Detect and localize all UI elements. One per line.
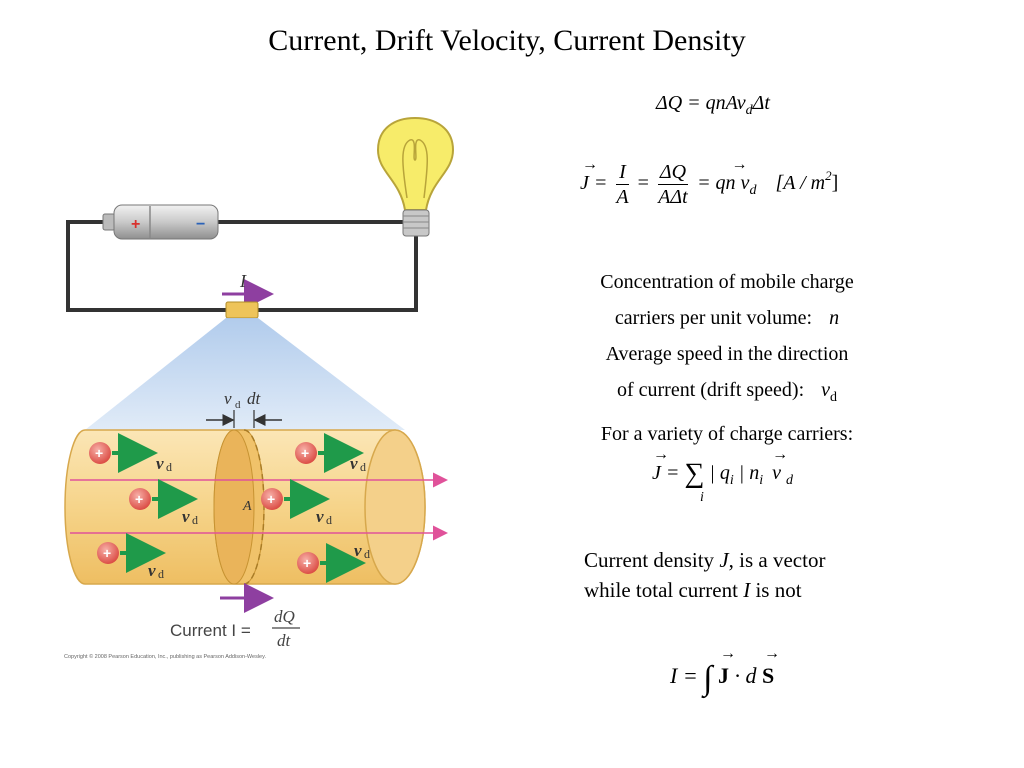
svg-text:+: + [301,445,309,461]
svg-text:+: + [131,216,140,233]
svg-text:v: v [350,454,358,473]
definition-line-3: Average speed in the direction [605,343,849,365]
svg-text:v: v [224,389,232,408]
svg-text:+: + [95,445,103,461]
wire-current-label: I [239,271,247,291]
magnification-beam [85,318,405,430]
wire-segment [225,301,259,319]
svg-text:d: d [364,547,370,561]
integral-equation: I = ∫ → J · d → S [670,645,780,697]
svg-text:v: v [148,561,156,580]
definition-line-1: Concentration of mobile charge [600,271,854,293]
svg-text:+: + [103,545,111,561]
copyright-note: Copyright © 2008 Pearson Education, Inc.… [64,653,266,660]
battery-icon: + − [102,204,219,240]
svg-text:v: v [182,507,190,526]
svg-text:d: d [326,513,332,527]
definition-text: Concentration of mobile charge carriers … [560,264,894,452]
circuit-wire [66,220,418,312]
area-label: A [242,499,252,514]
svg-text:d: d [192,513,198,527]
drift-distance-marker: v d dt [206,389,282,428]
svg-text:d: d [166,460,172,474]
svg-text:v: v [156,454,164,473]
svg-text:v: v [316,507,324,526]
svg-text:dt: dt [247,389,262,408]
definition-line-4: of current (drift speed): vd [616,379,838,405]
svg-text:d: d [158,567,164,581]
drift-velocity-figure: + − I v d dt A + [64,116,455,660]
slide-title: Current, Drift Velocity, Current Density [268,24,746,57]
charge-equation: ΔQ = qnAvdΔt [656,92,770,118]
definition-line-2: carriers per unit volume: n [614,307,840,329]
svg-text:d: d [235,399,241,411]
vector-note: Current density J, is a vector while tot… [584,548,826,602]
svg-text:dQ: dQ [274,607,295,626]
svg-text:v: v [354,541,362,560]
definition-line-5: For a variety of charge carriers: [600,423,854,445]
current-formula: Current I = dQ dt [170,607,300,650]
svg-text:d: d [360,460,366,474]
svg-text:−: − [196,216,205,233]
svg-text:+: + [267,491,275,507]
svg-text:+: + [303,555,311,571]
sum-equation: → J = ∑ i | qi | ni → v d [652,446,794,505]
svg-text:dt: dt [277,631,292,650]
svg-text:Current I =: Current I = [170,621,251,640]
svg-text:+: + [135,491,143,507]
light-bulb-icon [376,116,455,237]
